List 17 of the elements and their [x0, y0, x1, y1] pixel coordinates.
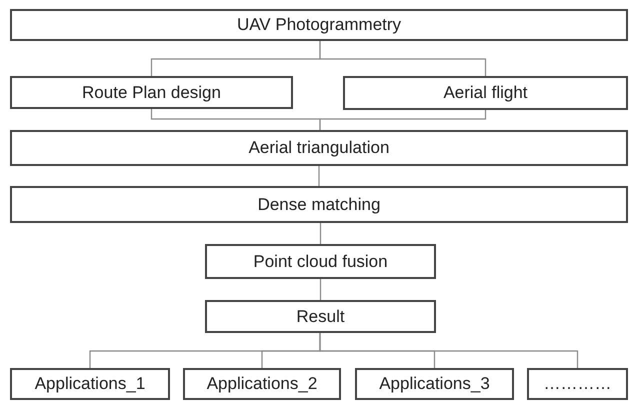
process-box: Applications_1: [10, 368, 170, 400]
process-box: Aerial triangulation: [10, 130, 628, 166]
connector-line: [320, 223, 322, 244]
process-box: Result: [205, 300, 436, 333]
process-box: Route Plan design: [10, 76, 293, 109]
process-box: Aerial flight: [343, 76, 628, 110]
connector-line: [318, 166, 320, 186]
process-box: …………: [527, 368, 628, 400]
connector-line: [319, 41, 486, 76]
connector-line: [320, 279, 322, 300]
process-box: Dense matching: [10, 186, 628, 223]
process-box: Applications_2: [183, 368, 341, 400]
process-box: Applications_3: [355, 368, 514, 400]
process-box: Point cloud fusion: [205, 244, 436, 279]
process-box: UAV Photogrammetry: [10, 9, 628, 41]
connector-line: [319, 110, 486, 130]
connector-line: [319, 333, 578, 368]
